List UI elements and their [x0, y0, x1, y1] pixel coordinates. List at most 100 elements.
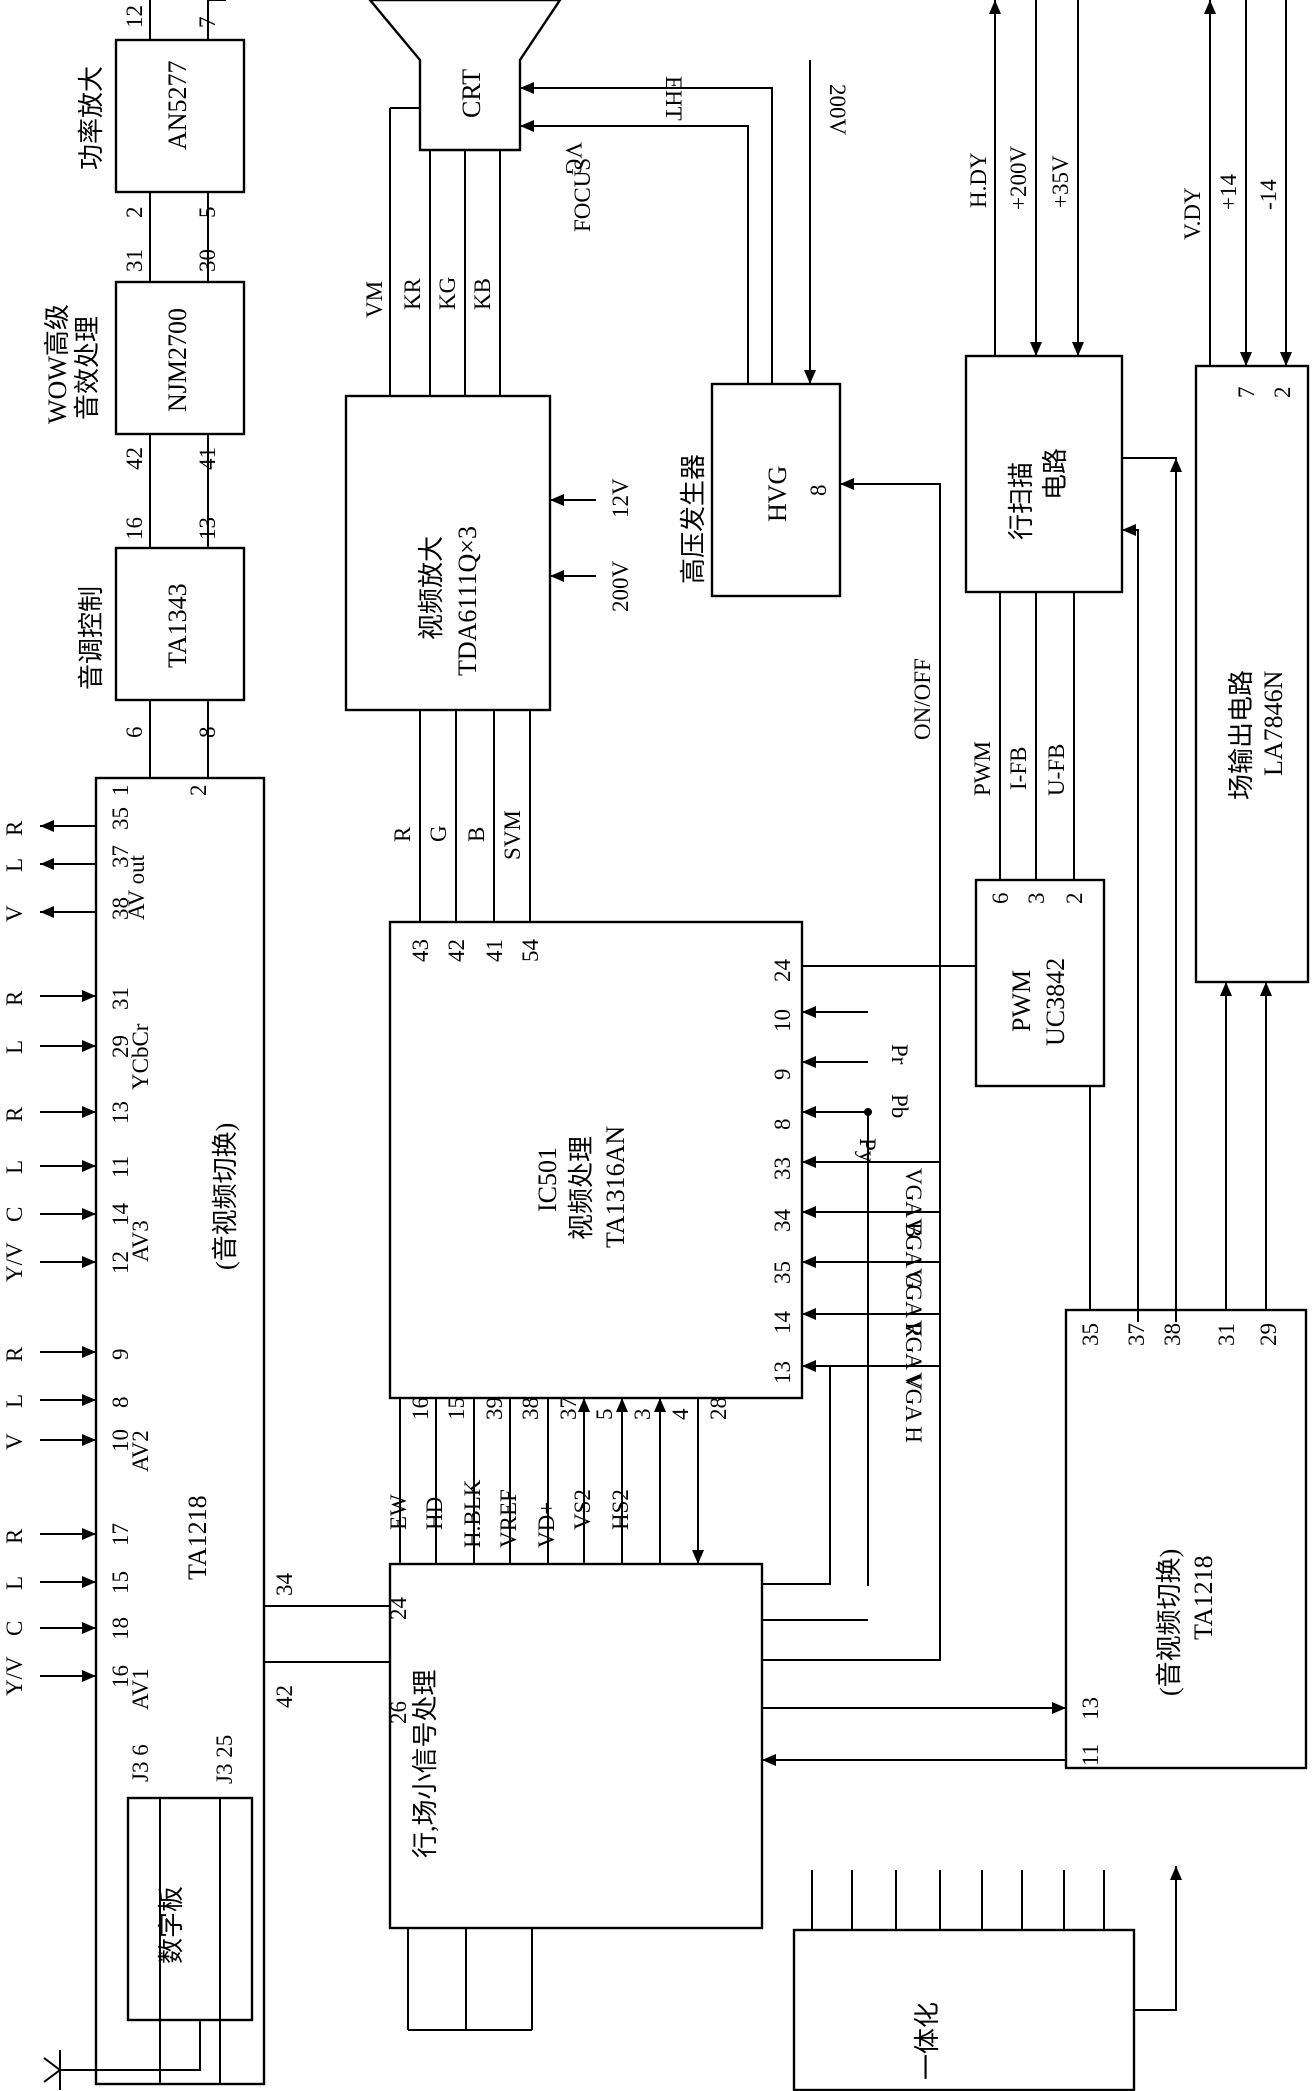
svg-text:16: 16 [408, 1397, 433, 1420]
svg-text:B: B [464, 827, 489, 842]
svg-text:31: 31 [1214, 1323, 1239, 1346]
svg-text:数字板: 数字板 [157, 1886, 186, 1964]
svg-text:24: 24 [386, 1597, 411, 1621]
svg-text:音效处理: 音效处理 [73, 316, 102, 420]
svg-text:35: 35 [1078, 1323, 1103, 1346]
svg-text:R: R [2, 1346, 27, 1362]
tuner-block [126, 1796, 254, 2022]
svg-text:WOW高级: WOW高级 [43, 304, 72, 424]
hvg-chip: HVG [763, 466, 792, 522]
svg-text:C: C [2, 1207, 27, 1222]
svg-text:24: 24 [770, 959, 795, 983]
v-out-block [1194, 364, 1310, 984]
svg-text:29: 29 [108, 1035, 133, 1058]
antenna-icon [43, 2050, 61, 2090]
svg-text:200V: 200V [608, 561, 633, 613]
pwm-chip: UC3842 [1041, 958, 1070, 1046]
svg-text:9: 9 [108, 1349, 133, 1361]
svg-text:U-FB: U-FB [1044, 744, 1069, 796]
svg-text:FOCUS: FOCUS [570, 158, 595, 232]
svg-text:8: 8 [806, 485, 831, 497]
svg-text:R: R [2, 1528, 27, 1544]
svg-text:10: 10 [770, 1009, 795, 1032]
video-amp-block [344, 394, 552, 712]
svg-text:33: 33 [770, 1157, 795, 1180]
svg-text:4: 4 [668, 1408, 693, 1420]
svg-text:HS2: HS2 [608, 1489, 633, 1530]
svg-text:-14: -14 [1256, 179, 1281, 210]
ic501-chip: TA1316AN [601, 1126, 630, 1248]
svg-text:VM: VM [362, 281, 387, 318]
svg-text:14: 14 [770, 1311, 795, 1335]
svg-text:34: 34 [272, 1573, 297, 1597]
svg-text:13: 13 [1078, 1697, 1103, 1720]
svg-text:54: 54 [518, 939, 543, 963]
svg-text:V.DY: V.DY [1180, 187, 1205, 240]
svg-text:AV3: AV3 [128, 1220, 153, 1262]
svg-text:200V: 200V [825, 84, 850, 136]
svg-text:(音视频切换): (音视频切换) [211, 1123, 240, 1270]
svg-text:V: V [2, 1433, 27, 1450]
svg-text:+200V: +200V [1006, 146, 1031, 210]
svg-text:R: R [2, 990, 27, 1006]
svg-text:VGA H: VGA H [901, 1372, 926, 1443]
svg-text:H.BLK: H.BLK [460, 1479, 485, 1548]
svg-text:8: 8 [108, 1397, 133, 1409]
svg-text:L: L [2, 858, 27, 872]
svg-text:VD+: VD+ [534, 1502, 559, 1548]
svg-text:VS2: VS2 [570, 1489, 595, 1530]
video-amp-chip: TDA6111Q×3 [453, 526, 482, 676]
svg-text:13: 13 [108, 1101, 133, 1124]
crt-label: CRT [457, 69, 486, 118]
svg-text:L: L [2, 1394, 27, 1408]
svg-text:42: 42 [272, 1685, 297, 1708]
svg-text:6: 6 [988, 893, 1013, 905]
crt-block [368, 0, 562, 152]
svg-text:KR: KR [400, 277, 425, 310]
svg-text:R: R [2, 820, 27, 836]
svg-text:L: L [2, 1040, 27, 1054]
wow-chip: NJM2700 [163, 308, 192, 412]
svg-text:34: 34 [770, 1209, 795, 1233]
svg-text:12V: 12V [608, 478, 633, 518]
svg-text:行扫描: 行扫描 [1007, 462, 1036, 540]
svg-text:2: 2 [122, 207, 147, 219]
svg-text:VGA V: VGA V [901, 1320, 926, 1391]
svg-text:3: 3 [1024, 893, 1049, 905]
ic501-block [388, 920, 804, 1400]
svg-text:L: L [2, 1576, 27, 1590]
svg-text:视频处理: 视频处理 [567, 1136, 596, 1240]
svg-text:Y/V: Y/V [2, 1656, 27, 1696]
svg-text:H.DY: H.DY [966, 152, 991, 208]
av-switch-block [94, 776, 266, 2086]
svg-text:26: 26 [386, 1701, 411, 1724]
svg-text:VGA R: VGA R [901, 1268, 926, 1338]
svg-text:38: 38 [108, 897, 133, 920]
svg-text:一体化: 一体化 [913, 2002, 942, 2080]
svg-text:Y/V: Y/V [2, 1242, 27, 1282]
svg-text:视频放大: 视频放大 [417, 536, 446, 640]
svg-text:42: 42 [444, 939, 469, 962]
svg-text:11: 11 [1078, 1744, 1103, 1766]
svg-text:42: 42 [122, 447, 147, 470]
svg-text:2: 2 [186, 785, 211, 797]
svg-text:+14: +14 [1216, 174, 1241, 210]
hv-small-block [1064, 1308, 1308, 1770]
svg-text:VG: VG [561, 142, 586, 175]
psu-block [792, 1928, 1136, 2091]
svg-text:VGA B: VGA B [901, 1168, 926, 1238]
svg-text:KB: KB [470, 278, 495, 310]
svg-text:EW: EW [386, 1494, 411, 1530]
svg-text:场输出电路: 场输出电路 [1227, 670, 1256, 800]
pwm-block [974, 878, 1106, 1088]
svg-text:28: 28 [706, 1397, 731, 1420]
svg-text:15: 15 [444, 1397, 469, 1420]
svg-text:VGA G: VGA G [901, 1218, 926, 1289]
wow-block [114, 280, 246, 436]
svg-text:音调控制: 音调控制 [77, 586, 106, 690]
svg-text:(音视频切换): (音视频切换) [1155, 1549, 1184, 1696]
svg-text:9: 9 [770, 1069, 795, 1081]
svg-text:18: 18 [108, 1617, 133, 1640]
svg-text:AV out: AV out [124, 854, 149, 920]
